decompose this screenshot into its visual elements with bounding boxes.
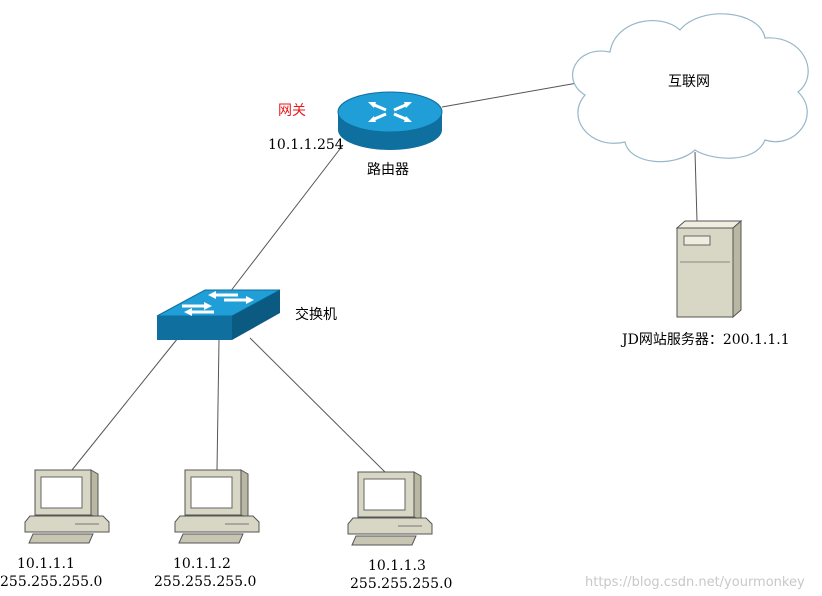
pc1-ip-label: 10.1.1.1 <box>17 556 75 572</box>
router-label: 路由器 <box>367 162 409 178</box>
pc-icon <box>174 469 260 544</box>
internet-label: 互联网 <box>668 74 710 90</box>
pc-icon <box>347 471 433 546</box>
pc2-mask-label: 255.255.255.0 <box>154 574 257 590</box>
switch-label: 交换机 <box>295 307 337 323</box>
pc1-mask-label: 255.255.255.0 <box>0 574 103 590</box>
pc-icon <box>24 469 110 544</box>
link-router-switch <box>229 144 344 293</box>
router-icon <box>337 91 443 150</box>
pc2-ip-label: 10.1.1.2 <box>173 556 231 572</box>
link-switch-pc1 <box>71 337 179 471</box>
internet-cloud-icon <box>572 13 809 163</box>
pc3-ip-label: 10.1.1.3 <box>368 558 426 574</box>
gateway-label: 网关 <box>278 103 306 119</box>
link-router-internet <box>441 81 584 108</box>
link-internet-server <box>694 151 698 222</box>
switch-icon <box>156 289 281 340</box>
link-switch-pc3 <box>249 337 386 473</box>
link-switch-pc2 <box>216 339 220 471</box>
watermark: https://blog.csdn.net/yourmonkey <box>585 575 805 590</box>
server-icon <box>675 219 743 319</box>
pc3-mask-label: 255.255.255.0 <box>350 576 453 592</box>
gateway-ip-label: 10.1.1.254 <box>268 137 344 153</box>
server-label: JD网站服务器：200.1.1.1 <box>622 332 790 348</box>
